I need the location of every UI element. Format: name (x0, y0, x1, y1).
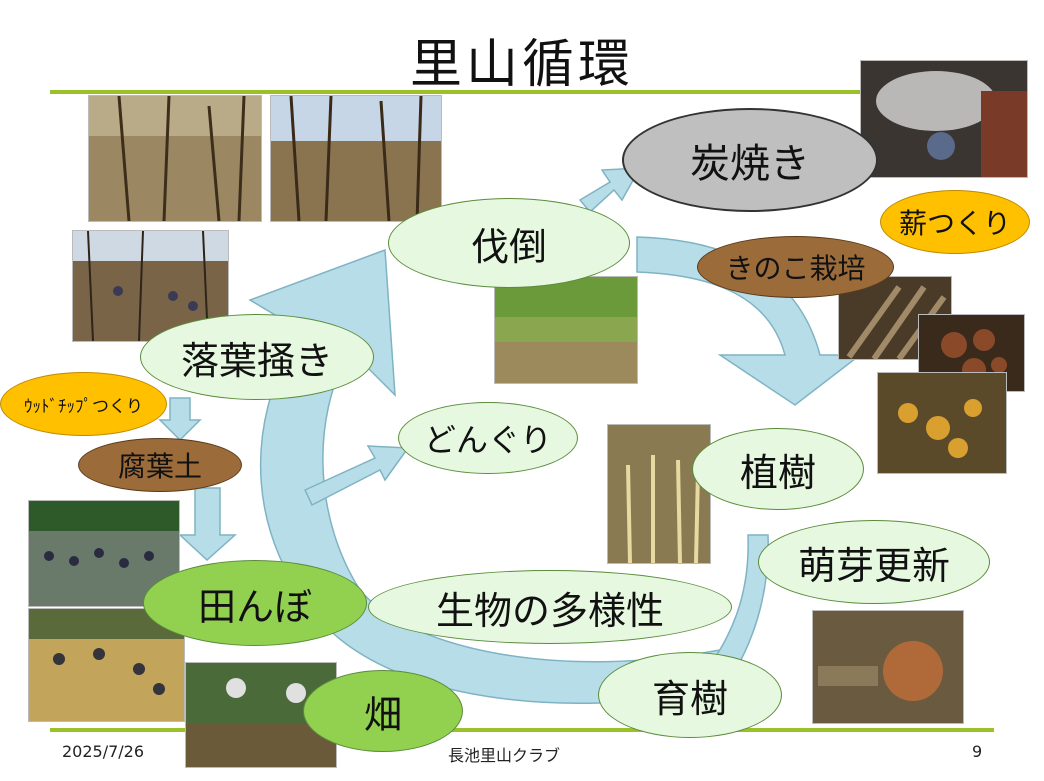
page-title: 里山循環 (409, 35, 634, 95)
felling-to-charcoal-arrow (578, 167, 642, 214)
node-planting: 植樹 (692, 428, 864, 510)
coppice-photo (812, 610, 964, 724)
leaf-to-humus-arrow (158, 397, 202, 442)
saplings-photo (607, 424, 711, 564)
leaf-raking-photo (72, 230, 229, 342)
felled-clearing-photo (494, 276, 638, 384)
node-charcoal: 炭焼き (622, 108, 878, 212)
rice-harvest-photo (28, 608, 185, 722)
node-biodiversity: 生物の多様性 (368, 570, 732, 644)
node-coppice-regen: 萌芽更新 (758, 520, 990, 604)
node-woodchip: ｳｯﾄﾞﾁｯﾌﾟつくり (0, 372, 167, 436)
node-ricefield: 田んぼ (143, 560, 367, 646)
footer-date: 2025/7/26 (62, 742, 145, 761)
node-farm: 畑 (303, 670, 463, 752)
node-leaf-raking: 落葉掻き (140, 314, 374, 400)
node-humus: 腐葉土 (78, 438, 242, 492)
node-acorn: どんぐり (398, 402, 578, 474)
charcoal-kiln-photo (860, 60, 1028, 178)
woodland-path-photo (270, 95, 442, 222)
node-firewood: 薪つくり (880, 190, 1030, 254)
footer-rule (50, 728, 994, 732)
forest-floor-photo (88, 95, 262, 222)
footer-organization: 長池里山クラブ (448, 746, 561, 765)
node-felling: 伐倒 (388, 198, 630, 288)
node-tree-care: 育樹 (598, 652, 782, 738)
fungi-photo (877, 372, 1007, 474)
node-mushroom: きのこ栽培 (697, 236, 894, 298)
to-acorn-arrow (304, 445, 410, 507)
title-rule (50, 90, 994, 94)
humus-to-ricefield-arrow (178, 487, 237, 562)
footer-page-number: 9 (972, 742, 983, 761)
